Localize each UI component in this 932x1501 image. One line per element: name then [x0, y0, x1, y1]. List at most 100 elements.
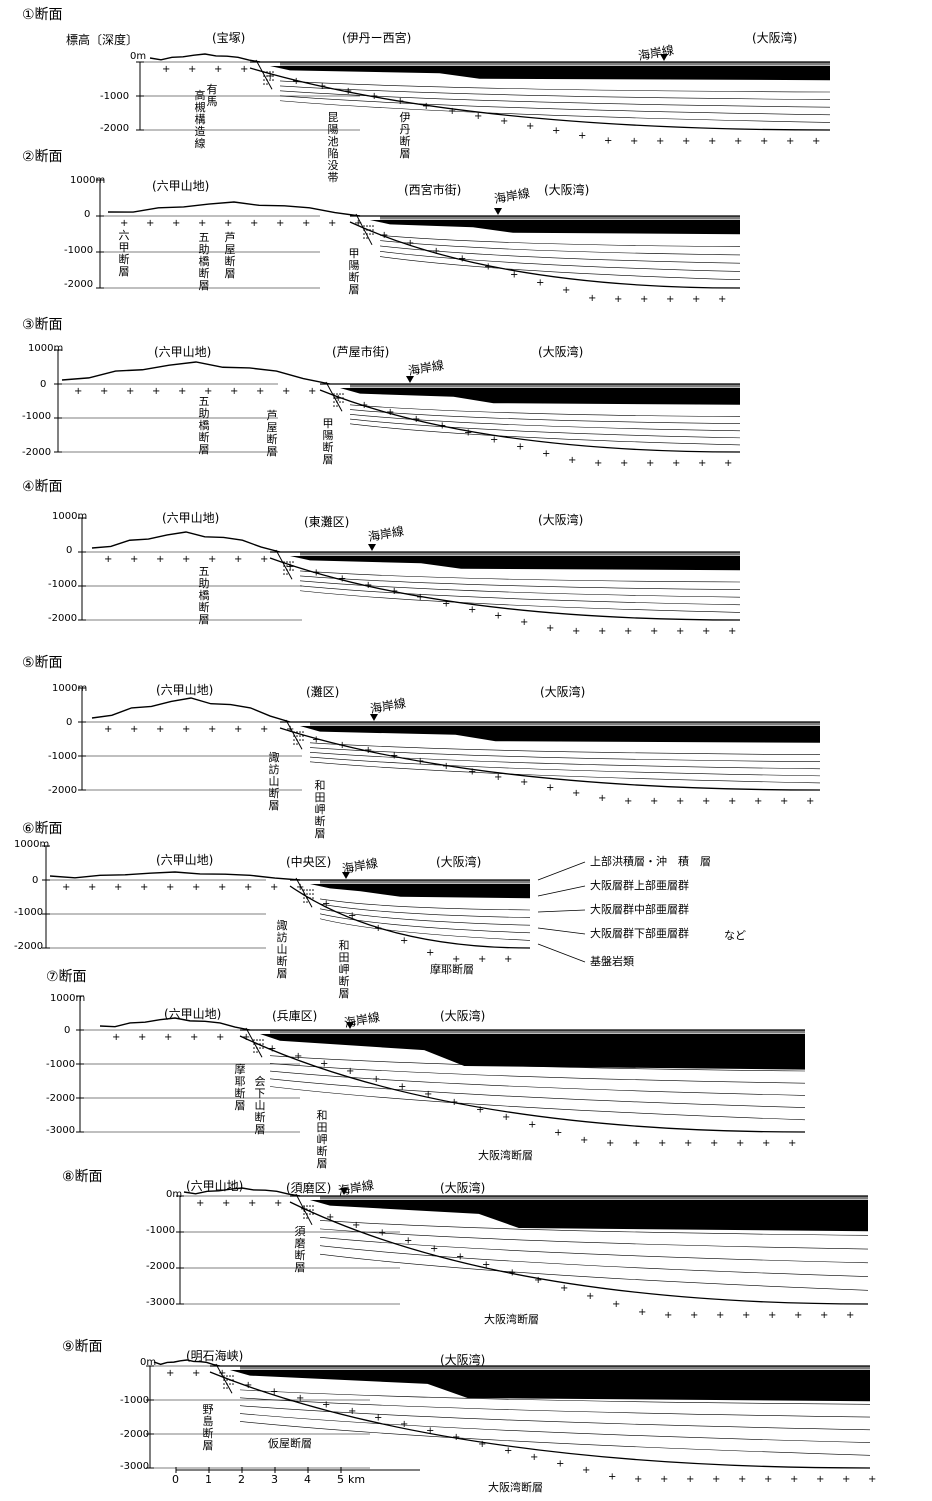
section-6-basement-cross: + [374, 923, 382, 934]
section-6-land-surface [49, 871, 301, 881]
section-2-basement-cross: + [692, 294, 700, 305]
section-6-breccia-dot [312, 893, 314, 895]
section-3-basement-cross: + [74, 386, 82, 397]
section-7-basement-cross: + [580, 1135, 588, 1146]
section-5-basement-cross: + [104, 724, 112, 735]
section-8-fault-suma: 須磨断層 [294, 1225, 306, 1274]
section-5-basement-cross: + [520, 777, 528, 788]
section-4-basement-cross: + [728, 626, 736, 637]
section-3-coastline-marker [406, 376, 414, 383]
section-4-basement-cross: + [546, 623, 554, 634]
section-8-title: ⑧断面 [62, 1169, 103, 1185]
section-8-basement-cross: + [326, 1212, 334, 1223]
section-1-breccia-dot [269, 75, 271, 77]
section-1-basement-cross: + [344, 86, 352, 97]
section-4-depth-3: -2000 [48, 613, 78, 624]
section-5-basement-cross: + [364, 745, 372, 756]
section-1-basement-surface [249, 67, 831, 131]
section-9-breccia-dot [223, 1379, 225, 1381]
section-7-breccia-dot [262, 1047, 264, 1049]
section-4-breccia-dot [292, 569, 294, 571]
section-9-depth-2: -2000 [120, 1429, 150, 1440]
section-7-breccia-dot [256, 1051, 258, 1053]
legend-upper-alluvium: 上部洪積層・沖 積 層 [590, 855, 711, 868]
section-8-basement-cross: + [846, 1310, 854, 1321]
section-4-basement-cross: + [494, 611, 502, 622]
section-7-osaka-strata-line [269, 1078, 806, 1108]
section-5-basement-cross: + [416, 756, 424, 767]
section-9-basement-cross: + [764, 1474, 772, 1485]
section-4-place-3: (大阪湾) [538, 513, 584, 527]
section-5-breccia-dot [299, 731, 301, 733]
section-8-coastline-marker [340, 1188, 348, 1195]
scale-label-3: 3 [271, 1473, 278, 1486]
section-7-basement-cross: + [632, 1138, 640, 1149]
section-3-breccia-dot [333, 401, 335, 403]
section-3-basement-cross: + [360, 400, 368, 411]
section-5-fault-wadamisaki: 和田岬断層 [314, 779, 326, 840]
section-9-osaka-strata-line [239, 1389, 871, 1405]
section-8-breccia-dot [306, 1209, 308, 1211]
section-8-breccia-dot [306, 1205, 308, 1207]
section-7-breccia-dot [259, 1039, 261, 1041]
section-8-basement-cross: + [586, 1291, 594, 1302]
section-1-basement-cross: + [526, 121, 534, 132]
section-7-fault-egeyama: 会下山断層 [254, 1075, 266, 1136]
section-4-basement-cross: + [234, 554, 242, 565]
section-7-basement-cross: + [554, 1127, 562, 1138]
section-9-basement-surface [209, 1371, 871, 1469]
section-2-breccia-dot [366, 229, 368, 231]
section-5-basement-cross: + [494, 772, 502, 783]
section-1-breccia-dot [266, 71, 268, 73]
section-7-fault-wadamisaki: 和田岬断層 [316, 1109, 328, 1170]
section-9-basement-cross: + [452, 1432, 460, 1443]
section-6-osaka-strata-line [319, 898, 531, 911]
section-9-osaka-upper-layer [230, 1370, 870, 1402]
section-2-basement-cross: + [276, 218, 284, 229]
section-2-basement-surface [349, 221, 741, 289]
section-2-basement-cross: + [562, 285, 570, 296]
section-7-basement-surface [239, 1035, 806, 1133]
section-4-basement-cross: + [624, 626, 632, 637]
section-1-breccia-dot [266, 75, 268, 77]
section-9-basement-cross: + [296, 1393, 304, 1404]
legend-osaka-lower: 大阪層群下部亜層群 [590, 927, 689, 940]
section-6-breccia-dot [309, 897, 311, 899]
section-1-place-1: (宝塚) [212, 31, 246, 45]
section-2-basement-cross: + [458, 254, 466, 265]
section-9-breccia-dot [232, 1379, 234, 1381]
section-7-breccia-dot [259, 1047, 261, 1049]
section-6-osaka-strata-line [319, 913, 531, 934]
section-1-basement-cross: + [656, 136, 664, 147]
section-5-osaka-strata-line [309, 756, 821, 777]
section-9-breccia-dot [232, 1375, 234, 1377]
section-2-basement-cross: + [484, 262, 492, 273]
section-1-basement-cross: + [578, 131, 586, 142]
section-5-breccia-dot [302, 735, 304, 737]
section-3-depth-3: -2000 [22, 447, 52, 458]
section-9-basement-cross: + [790, 1474, 798, 1485]
section-3-basement-cross: + [672, 458, 680, 469]
section-9-fault-nojima: 野島断層 [202, 1403, 214, 1452]
section-4-breccia-dot [292, 565, 294, 567]
section-4-osaka-strata-line [299, 580, 741, 598]
section-3-basement-cross: + [698, 458, 706, 469]
section-3-basement-cross: + [126, 386, 134, 397]
section-3-osaka-strata-line [349, 423, 741, 446]
section-1-depth-1: -1000 [100, 91, 130, 102]
section-2-basement-cross: + [224, 218, 232, 229]
section-1-place-3: (大阪湾) [752, 31, 798, 45]
section-7-fault-osakawan: 大阪湾断層 [478, 1149, 533, 1162]
section-3-depth-0: 1000m [28, 343, 64, 354]
section-2-osaka-upper-layer [370, 220, 740, 235]
section-3-breccia-dot [339, 397, 341, 399]
section-8-basement-cross: + [274, 1198, 282, 1209]
section-8-breccia-dot [312, 1213, 314, 1215]
legend-basement: 基盤岩類 [590, 955, 634, 968]
section-9-depth-0: 0m [140, 1357, 157, 1368]
section-6-basement-cross: + [270, 882, 278, 893]
section-2-place-2: (西宮市街) [404, 183, 462, 197]
section-1-osaka-strata-line [279, 100, 831, 123]
section-9-basement-cross: + [686, 1474, 694, 1485]
section-9-breccia-dot [232, 1383, 234, 1385]
